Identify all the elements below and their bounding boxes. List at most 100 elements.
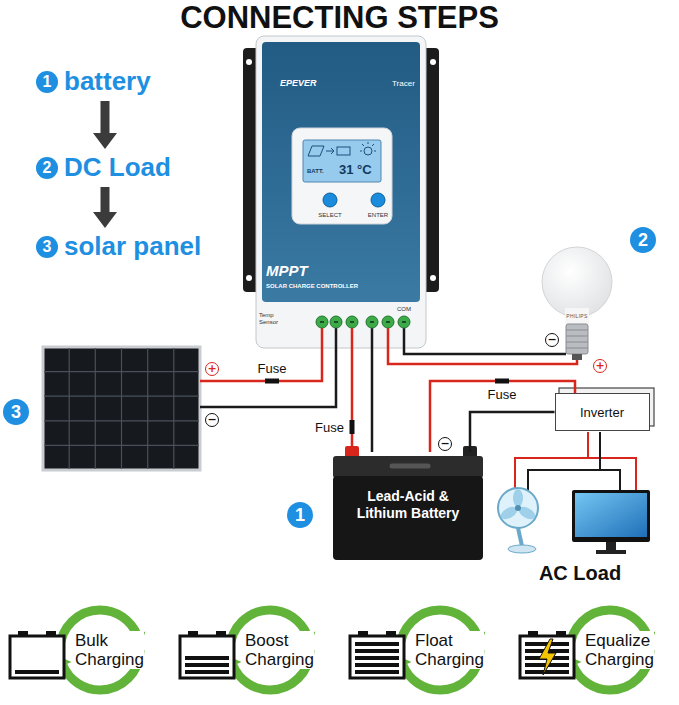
stage-label: Bulk Charging — [75, 631, 144, 669]
callout-number: 2 — [630, 227, 656, 253]
fan-blade — [513, 489, 523, 507]
step-arrow — [101, 101, 110, 133]
mount-hole — [430, 59, 436, 65]
wire-stub — [321, 328, 324, 348]
bulb-icon — [364, 147, 372, 155]
product-text: SOLAR CHARGE CONTROLLER — [266, 283, 358, 290]
battery-box: Lead-Acid & Lithium Battery — [333, 452, 483, 570]
negative-wire — [371, 348, 374, 452]
mount-hole — [430, 275, 436, 281]
flow-icon — [326, 148, 334, 154]
bulb-base — [566, 324, 588, 354]
bulb-neck — [565, 308, 589, 324]
battery-outline — [180, 636, 234, 678]
wire-stub — [403, 328, 406, 348]
step-label: DC Load — [64, 152, 171, 183]
lcd-screen-glass — [303, 140, 381, 182]
light-bulb — [542, 247, 612, 360]
mount-hole — [246, 275, 252, 281]
battery-outline — [520, 636, 574, 678]
negative-wire — [470, 412, 555, 452]
battery-handle — [392, 464, 428, 469]
step-arrow — [101, 187, 110, 212]
panel-cells — [44, 348, 199, 469]
title: CONNECTING STEPS — [0, 0, 679, 35]
battery-lid — [333, 456, 483, 478]
monitor-screen — [575, 493, 647, 537]
battery-icon — [337, 147, 350, 155]
charge-controller-box: EPEVERTracerMPPTSOLAR CHARGE CONTROLLERB… — [256, 36, 426, 348]
display-frame — [292, 128, 392, 224]
polarity-sign: − — [545, 333, 559, 347]
lightning-bolt — [539, 639, 556, 675]
panel-positive-wire — [200, 348, 322, 381]
stage-label: Equalize Charging — [585, 631, 654, 669]
brand-name: EPEVER — [280, 78, 317, 89]
solar-panel — [43, 347, 200, 470]
charge-bars — [355, 644, 399, 672]
step-item: 1 battery — [36, 66, 151, 97]
boost-stage-icon — [180, 610, 315, 690]
model-name: Tracer — [392, 79, 415, 89]
equalize-stage-icon — [520, 610, 655, 690]
fuse-symbol — [495, 379, 509, 384]
monitor — [572, 490, 650, 554]
fan-base — [508, 545, 536, 553]
step-number: 2 — [36, 157, 58, 179]
callout-number: 3 — [3, 399, 29, 425]
step-number: 1 — [36, 71, 58, 93]
wire-stub — [387, 328, 390, 348]
bulb-tip — [572, 354, 582, 360]
polarity-sign: − — [205, 413, 219, 427]
lcd-label: BATT. — [307, 168, 324, 175]
charge-controller — [243, 36, 439, 348]
terminal-label: Temp Sensor — [259, 312, 278, 326]
load-positive-wire — [388, 348, 577, 364]
positive-wire — [351, 348, 354, 452]
bulk-stage-icon — [10, 610, 145, 690]
fan-stand — [518, 528, 522, 546]
monitor-neck — [606, 542, 616, 550]
fuse-label: Fuse — [486, 387, 519, 402]
button-label: ENTER — [368, 212, 388, 219]
controller-casing — [256, 36, 426, 348]
polarity-sign: + — [593, 359, 607, 373]
mount-hole — [246, 59, 252, 65]
enter-button — [371, 193, 385, 207]
select-button — [323, 193, 337, 207]
panel-negative-wire — [200, 348, 336, 407]
monitor-foot — [596, 550, 626, 554]
panel-icon — [308, 146, 324, 156]
wire-stub — [371, 328, 374, 348]
stage-label: Float Charging — [415, 631, 484, 669]
brand-print: PHILIPS — [566, 313, 587, 319]
positive-wire — [430, 381, 575, 452]
polarity-sign: + — [205, 362, 219, 376]
panel-frame — [43, 347, 200, 470]
step-label: battery — [64, 66, 151, 97]
fuse-symbol — [350, 420, 355, 434]
bulb-rays — [360, 142, 376, 151]
wire-stub — [351, 328, 354, 348]
controller-face — [262, 42, 420, 302]
button-label: SELECT — [318, 212, 341, 219]
fuse-symbol — [265, 379, 279, 384]
step-item: 3solar panel — [36, 231, 201, 262]
fan — [498, 488, 538, 553]
callout-number: 1 — [287, 502, 313, 528]
bulb-thread — [566, 330, 588, 348]
float-stage-icon — [350, 610, 485, 690]
step-label: solar panel — [64, 231, 201, 262]
ac-live-wire — [515, 432, 636, 490]
charge-bar — [15, 670, 59, 674]
wire-stub — [335, 328, 338, 348]
bulb-globe — [542, 247, 612, 317]
fan-hub — [515, 505, 521, 511]
terminal-label: COM — [397, 306, 411, 313]
step-item: 2 DC Load — [36, 152, 171, 183]
polarity-sign: − — [438, 437, 452, 451]
fuse-label: Fuse — [313, 420, 346, 435]
inverter-box: Inverter — [555, 393, 650, 431]
fuse-label: Fuse — [256, 361, 289, 376]
load-negative-wire — [404, 348, 566, 354]
